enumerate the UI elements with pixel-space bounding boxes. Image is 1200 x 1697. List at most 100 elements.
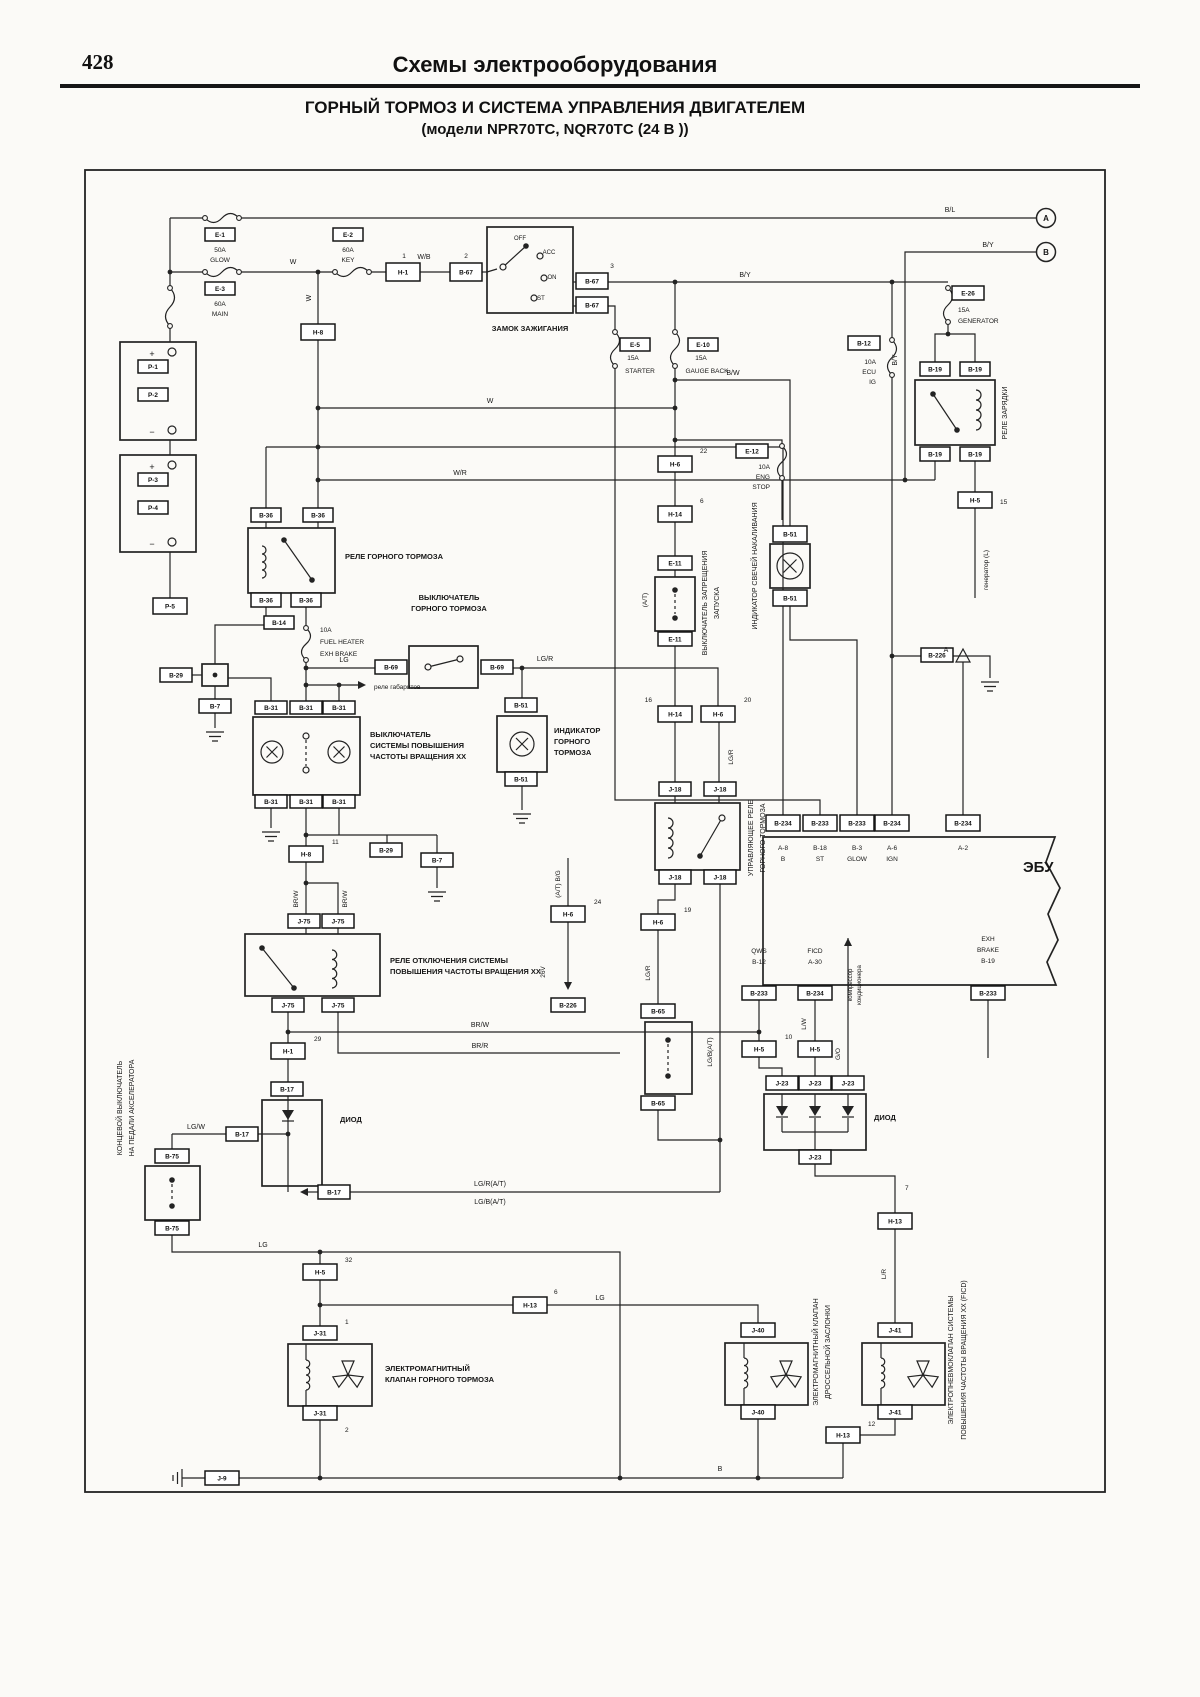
- ground-icon: [172, 1469, 183, 1487]
- diagram-label: EXH: [981, 936, 995, 943]
- svg-text:J-40: J-40: [752, 1327, 765, 1334]
- wire: [953, 655, 991, 678]
- svg-text:H-6: H-6: [713, 711, 724, 718]
- diagram-label: 2: [345, 1427, 349, 1434]
- svg-text:H-8: H-8: [313, 329, 324, 336]
- svg-text:J-31: J-31: [314, 1410, 327, 1417]
- junction-dot: [889, 279, 895, 285]
- connector-tag: H-13: [512, 1296, 548, 1314]
- connector-tag: E-12: [735, 443, 769, 459]
- svg-text:H-5: H-5: [970, 497, 981, 504]
- connector-tag: B-51: [504, 697, 538, 713]
- connector-tag: E-10: [687, 337, 719, 352]
- diagram-label: НА ПЕДАЛИ АКСЕЛЕРАТОРА: [129, 1059, 136, 1156]
- diagram-label: LG/R: [537, 656, 553, 663]
- svg-text:B-69: B-69: [490, 664, 504, 671]
- component-box: [119, 454, 197, 553]
- svg-text:H-5: H-5: [810, 1046, 821, 1053]
- connector-tag: E-2: [332, 227, 364, 242]
- svg-text:H-5: H-5: [754, 1046, 765, 1053]
- diagram-label: 2: [464, 253, 468, 260]
- contact-lever: [261, 947, 295, 989]
- diagram-label: 10: [785, 1034, 793, 1041]
- connector-tag: B-234: [945, 814, 981, 832]
- diagram-label: ON: [548, 275, 557, 281]
- junction-dot: [889, 653, 895, 659]
- arrow-icon: [300, 1188, 308, 1196]
- diagram-label: РЕЛЕ ЗАРЯДКИ: [1002, 387, 1009, 440]
- component-box: [408, 645, 479, 689]
- svg-text:B-12: B-12: [857, 340, 871, 347]
- diagram-label: 15A: [627, 355, 639, 362]
- svg-text:B-31: B-31: [264, 705, 278, 712]
- diagram-label: BR/W: [471, 1022, 490, 1029]
- junction-dot: [755, 1475, 761, 1481]
- diagram-label: ВЫКЛЮЧАТЕЛЬ ЗАПРЕЩЕНИЯ: [702, 551, 709, 656]
- connector-tag: B-51: [772, 525, 808, 543]
- diagram-label: GLOW: [210, 257, 231, 264]
- diagram-label: РЕЛЕ ГОРНОГО ТОРМОЗА: [345, 552, 444, 561]
- fuse-end: [202, 269, 208, 275]
- connector-tag: H-5: [957, 491, 993, 509]
- diagram-label: 15A: [958, 307, 970, 314]
- diagram-label: LG/R: [645, 965, 652, 980]
- connector-tag: P-4: [137, 500, 169, 515]
- connector-tag: B-31: [254, 794, 288, 809]
- diagram-label: СИСТЕМЫ ПОВЫШЕНИЯ: [370, 741, 464, 750]
- connector-tag: H-1: [385, 262, 421, 282]
- svg-text:J-23: J-23: [809, 1080, 822, 1087]
- lamp-icon: [327, 740, 351, 764]
- wire: [214, 607, 267, 664]
- diagram-label: 11: [332, 839, 339, 846]
- svg-text:B-19: B-19: [928, 366, 942, 373]
- diagram-label: B-18: [813, 845, 827, 852]
- svg-text:B-31: B-31: [299, 705, 313, 712]
- wire: [657, 1110, 720, 1141]
- svg-text:J-23: J-23: [842, 1080, 855, 1087]
- diagram-label: A-8: [778, 845, 789, 852]
- connector-tag: E-11: [657, 631, 693, 647]
- fuse-end: [672, 329, 678, 335]
- diagram-label: ИНДИКАТОР: [554, 726, 600, 735]
- connector-tag: B-69: [374, 659, 408, 675]
- diagram-label: ЗАПУСКА: [714, 587, 721, 619]
- coil-icon: [261, 545, 267, 579]
- connector-tag: B-19: [959, 446, 991, 462]
- terminal-circle: [536, 252, 544, 260]
- diagram-label: A-2: [958, 845, 969, 852]
- svg-text:J-40: J-40: [752, 1409, 765, 1416]
- diagram-label: 26V: [540, 966, 547, 978]
- svg-text:E-11: E-11: [668, 560, 682, 567]
- svg-text:B-36: B-36: [259, 597, 273, 604]
- connector-tag: J-23: [798, 1075, 832, 1091]
- diagram-label: ВЫКЛЮЧАТЕЛЬ: [370, 730, 431, 739]
- connector-tag: B-29: [159, 667, 193, 683]
- diagram-label: B/L: [945, 207, 956, 214]
- svg-text:J-31: J-31: [314, 1330, 327, 1337]
- diode-icon: [842, 1106, 854, 1116]
- diagram-label: +: [149, 462, 154, 472]
- svg-text:B-17: B-17: [280, 1086, 294, 1093]
- svg-text:E-2: E-2: [343, 232, 353, 239]
- svg-text:B-65: B-65: [651, 1100, 665, 1107]
- fuse-end: [945, 285, 951, 291]
- diagram-label: L/W: [801, 1017, 808, 1029]
- diagram-label: LG/W: [187, 1124, 205, 1131]
- svg-text:B-65: B-65: [651, 1008, 665, 1015]
- diagram-label: A-6: [887, 845, 898, 852]
- diagram-label: ДРОССЕЛЬНОЙ ЗАСЛОНКИ: [823, 1305, 832, 1399]
- fuse-icon: [164, 287, 176, 327]
- header-rule: [60, 84, 1140, 88]
- component-box: [644, 1021, 693, 1095]
- wire: [486, 268, 498, 273]
- connector-tag: B-226: [550, 997, 586, 1013]
- connector-tag: B-17: [225, 1126, 259, 1142]
- fuse-end: [672, 363, 678, 369]
- diode-icon: [282, 1110, 294, 1120]
- diagram-label: ГОРНОГО: [554, 737, 590, 746]
- connector-tag: B-7: [198, 698, 232, 714]
- valve-icon: [921, 1374, 940, 1389]
- svg-text:E-10: E-10: [696, 342, 710, 349]
- terminal-letter: A: [1043, 214, 1049, 223]
- fuse-icon: [942, 287, 954, 323]
